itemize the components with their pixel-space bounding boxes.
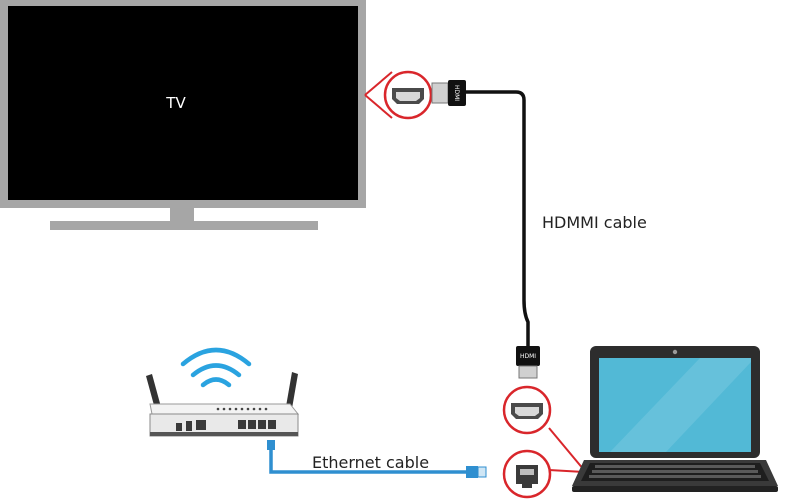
ethernet-cable-label: Ethernet cable (312, 453, 429, 472)
tv-screen (8, 6, 358, 200)
hdmi-port-icon-2 (511, 403, 543, 419)
tv-stand-base (50, 221, 318, 230)
laptop (572, 346, 778, 492)
laptop-ethernet-port-callout (502, 449, 585, 499)
tv-hdmi-port-callout (364, 70, 433, 120)
laptop-keyboard (589, 465, 761, 478)
hdmi-cable-label: HDMMI cable (542, 213, 647, 232)
ethernet-plug (466, 466, 487, 478)
laptop-screen (599, 358, 751, 452)
hdmi-plug-text: HDMI (453, 85, 460, 101)
hdmi-plug-laptop-end: HDMI (516, 346, 540, 379)
hdmi-plug-tv-end: HDMI (431, 80, 466, 106)
tv-stand-neck (170, 208, 194, 221)
tv-label: TV (165, 94, 186, 112)
hdmi-cable: HDMI HDMI (431, 80, 540, 379)
ethernet-cable (267, 440, 487, 478)
wifi-icon (180, 347, 252, 388)
hdmi-plug-text-2: HDMI (520, 353, 536, 360)
hdmi-port-icon (392, 88, 424, 104)
laptop-hdmi-port-callout (502, 385, 585, 471)
tv: TV (0, 0, 366, 230)
router (146, 372, 300, 437)
router-ports (176, 420, 276, 431)
laptop-camera (672, 349, 678, 355)
ethernet-port-icon (516, 465, 538, 488)
